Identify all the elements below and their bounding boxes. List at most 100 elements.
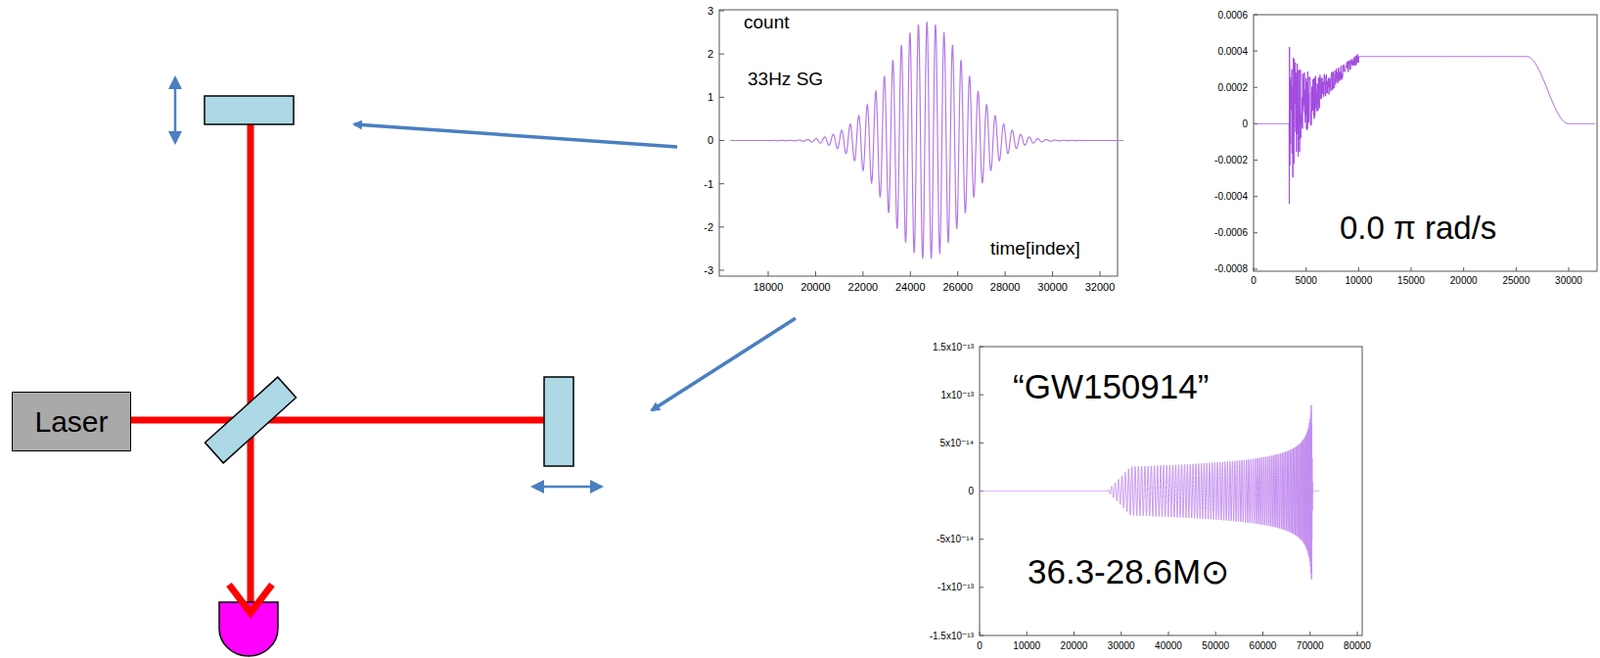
- signal-curve: [1253, 46, 1596, 204]
- tick-label: 0: [967, 485, 974, 497]
- tick-label: 32000: [1085, 280, 1116, 293]
- signal-arrow: [354, 124, 678, 147]
- tick: [979, 442, 984, 444]
- laser-beam: [131, 416, 545, 424]
- tick-label: 18000: [753, 280, 784, 293]
- tick: [1253, 87, 1258, 89]
- tick: [1253, 268, 1258, 270]
- tick: [979, 538, 984, 540]
- tick-label: 0.0004: [1217, 45, 1248, 57]
- tick-label: -0.0004: [1214, 190, 1248, 202]
- tick-label: 10000: [1344, 274, 1372, 286]
- tick: [1215, 631, 1217, 636]
- tick-label: 0: [976, 640, 983, 651]
- motion-arrow: [533, 485, 601, 489]
- tick: [719, 96, 725, 98]
- tick: [1568, 267, 1570, 272]
- tick: [1099, 271, 1101, 276]
- tick-label: 2: [707, 47, 714, 60]
- tick-label: 24000: [895, 280, 926, 293]
- tick: [979, 635, 984, 637]
- tick: [719, 53, 725, 55]
- tick-label: 30000: [1037, 280, 1068, 293]
- rotation-label: 0.0 π rad/s: [1339, 210, 1497, 246]
- tick: [979, 394, 984, 396]
- tick-label: 26000: [942, 280, 973, 293]
- tick-label: 15000: [1397, 274, 1425, 286]
- beam-arrowhead: [228, 584, 273, 613]
- tick: [979, 346, 984, 348]
- tick-marks: [719, 10, 1569, 636]
- tick: [719, 10, 725, 12]
- tick: [1253, 195, 1258, 197]
- tick-label: 5000: [1295, 274, 1318, 286]
- tick: [1253, 50, 1258, 52]
- plot-frame: [1253, 14, 1598, 272]
- tick-label: 70000: [1296, 640, 1325, 651]
- tick: [910, 271, 912, 276]
- tick: [719, 226, 725, 228]
- tick-label: -3: [703, 264, 714, 276]
- tick: [1515, 267, 1517, 272]
- motion-arrow: [174, 78, 178, 142]
- plot-frame: [979, 346, 1363, 636]
- tick: [1253, 231, 1258, 233]
- tick-label: 0.0006: [1217, 9, 1248, 21]
- laser-box: Laser: [11, 391, 132, 452]
- tick-label: -1: [703, 178, 714, 190]
- tick-label: 30000: [1554, 274, 1583, 286]
- tick-label: 80000: [1343, 640, 1372, 651]
- tick-label: 0.0002: [1217, 82, 1248, 93]
- tick-label: 0: [1241, 118, 1248, 130]
- event-name: “GW150914”: [1012, 367, 1209, 407]
- tick: [979, 631, 981, 636]
- signal-arrow: [651, 318, 796, 411]
- tick-label: -1x10⁻¹³: [937, 581, 974, 593]
- tick-label: 0: [707, 134, 714, 146]
- tick: [1262, 631, 1264, 636]
- tick: [815, 271, 817, 276]
- tick-label: 60000: [1249, 640, 1278, 651]
- axis-title: count: [743, 12, 789, 34]
- tick-label: 0: [1250, 274, 1257, 286]
- tick: [1253, 14, 1258, 16]
- mirror: [204, 95, 294, 125]
- tick-label: 1.5x10⁻¹³: [932, 341, 974, 353]
- tick: [1358, 267, 1360, 272]
- tick-label: 20000: [1060, 640, 1089, 651]
- tick: [1168, 631, 1170, 636]
- tick: [957, 271, 959, 276]
- tick-label: 1: [707, 91, 714, 103]
- tick-label: 28000: [990, 280, 1021, 293]
- tick-label: 10000: [1012, 640, 1041, 651]
- curves: [730, 21, 1596, 579]
- plot-frame: [719, 9, 1118, 276]
- tick: [1253, 267, 1255, 272]
- tick: [1026, 631, 1028, 636]
- tick: [1073, 631, 1075, 636]
- tick: [768, 271, 770, 276]
- laser-beam: [247, 124, 255, 602]
- tick-label: -1.5x10⁻¹³: [929, 630, 974, 641]
- tick-label: -2: [703, 221, 714, 233]
- tick: [1253, 159, 1258, 161]
- tick-label: -0.0006: [1214, 227, 1248, 238]
- tick-label: 20000: [800, 280, 831, 293]
- tick: [719, 270, 725, 272]
- mass-label: 36.3-28.6M⊙: [1027, 552, 1230, 592]
- mirror: [544, 376, 574, 466]
- tick-label: 1x10⁻¹³: [940, 389, 974, 401]
- signal-label: 33Hz SG: [747, 69, 823, 91]
- tick-label: -0.0008: [1214, 263, 1248, 275]
- tick: [719, 139, 725, 141]
- tick: [1005, 271, 1006, 276]
- tick-label: 5x10⁻¹⁴: [939, 437, 974, 449]
- tick: [1051, 271, 1053, 276]
- tick-label: 40000: [1154, 640, 1183, 651]
- tick: [1357, 631, 1359, 636]
- tick: [1305, 267, 1307, 272]
- tick: [979, 586, 984, 588]
- tick: [719, 182, 725, 184]
- signal-curve: [730, 21, 1124, 259]
